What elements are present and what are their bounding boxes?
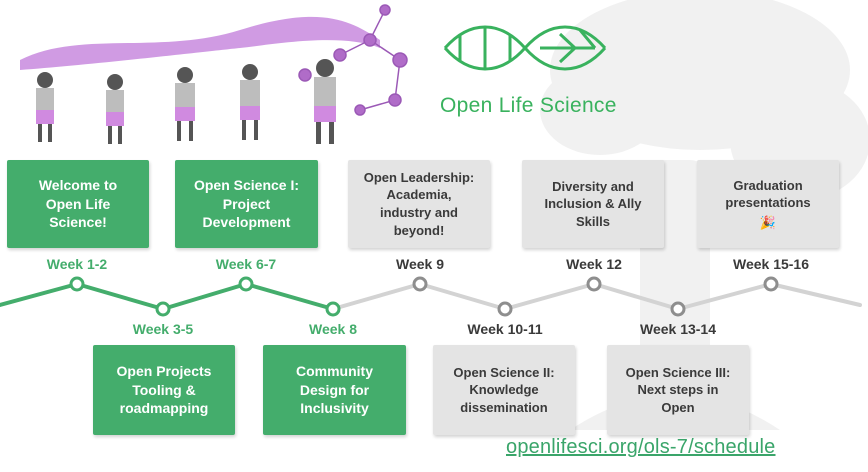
timeline-segment [331, 282, 422, 311]
milestone-title-line: Tooling & [132, 381, 196, 398]
logo-text: Open Life Science [440, 94, 617, 117]
milestone-title-line: presentations [725, 195, 811, 211]
timeline-segment [769, 282, 862, 307]
milestone-title-line: Open Life [45, 195, 111, 212]
timeline-segment [244, 282, 335, 311]
week-label: Week 15-16 [732, 256, 810, 272]
milestone-title-line: Academia, [386, 187, 452, 203]
schedule-link[interactable]: openlifesci.org/ols-7/schedule [506, 436, 776, 458]
milestone-title-line: Next steps in [637, 382, 719, 398]
milestone-title-line: Open Science II: [453, 364, 555, 380]
milestone-title-line: Open Science I: [193, 176, 300, 193]
timeline-segment [75, 282, 165, 311]
week-label: Week 8 [309, 321, 357, 337]
week-label: Week 12 [566, 256, 622, 272]
milestone-card: Open Leadership: Academia, industry and bey… [348, 160, 490, 248]
celebration-icon: 🎉 [759, 214, 777, 230]
timeline-node [497, 301, 513, 317]
milestone-title-line: Skills [576, 213, 610, 229]
week-label: Week 6-7 [215, 256, 277, 272]
milestone-title-line: Open Leadership: [363, 169, 475, 185]
milestone-title-line: Inclusion & Ally [544, 196, 642, 212]
milestone-title-line: Science! [49, 214, 107, 231]
timeline-line [0, 276, 862, 317]
milestone-title-line: dissemination [460, 399, 548, 415]
timeline-segment [161, 282, 248, 311]
timeline-segment [418, 282, 507, 311]
timeline-node [670, 301, 686, 317]
milestone-title-line: Development [202, 214, 291, 231]
week-label: Week 3-5 [132, 321, 194, 337]
week-label: Week 10-11 [467, 321, 543, 337]
timeline-node [325, 301, 341, 317]
milestone-title-line: Community [296, 362, 373, 379]
milestone-title-line: roadmapping [119, 400, 209, 417]
milestone-title-line: Knowledge [469, 382, 539, 398]
timeline-segment [676, 282, 773, 311]
week-label: Week 13-14 [639, 321, 717, 337]
milestone-title-line: Inclusivity [300, 400, 369, 417]
milestone-title-line: Design for [299, 381, 370, 398]
milestone-title-line: Diversity and [552, 178, 634, 194]
week-label: Week 9 [396, 256, 444, 272]
milestone-title-line: Open Science III: [625, 364, 731, 380]
timeline-node [69, 276, 85, 292]
scientists-illustration [20, 4, 408, 144]
milestone-title-line: industry and [379, 205, 458, 220]
milestone-title-line: Graduation [733, 177, 803, 193]
timeline-node [763, 276, 779, 292]
timeline-segment [0, 282, 79, 307]
timeline-node [586, 276, 602, 292]
timeline-node [155, 301, 171, 317]
milestone-card: Graduation presentations 🎉 [697, 160, 839, 248]
milestone-title-line: Project [222, 195, 271, 212]
timeline-segment [592, 282, 680, 311]
timeline-segment [503, 282, 596, 311]
milestone-title-line: Welcome to [38, 176, 118, 193]
milestone-title-line: Open Projects [116, 362, 212, 379]
milestone-title-line: beyond! [393, 222, 445, 238]
week-label: Week 1-2 [46, 256, 108, 272]
timeline-node [412, 276, 428, 292]
milestone-title-line: Open [661, 399, 695, 415]
timeline-node [238, 276, 254, 292]
